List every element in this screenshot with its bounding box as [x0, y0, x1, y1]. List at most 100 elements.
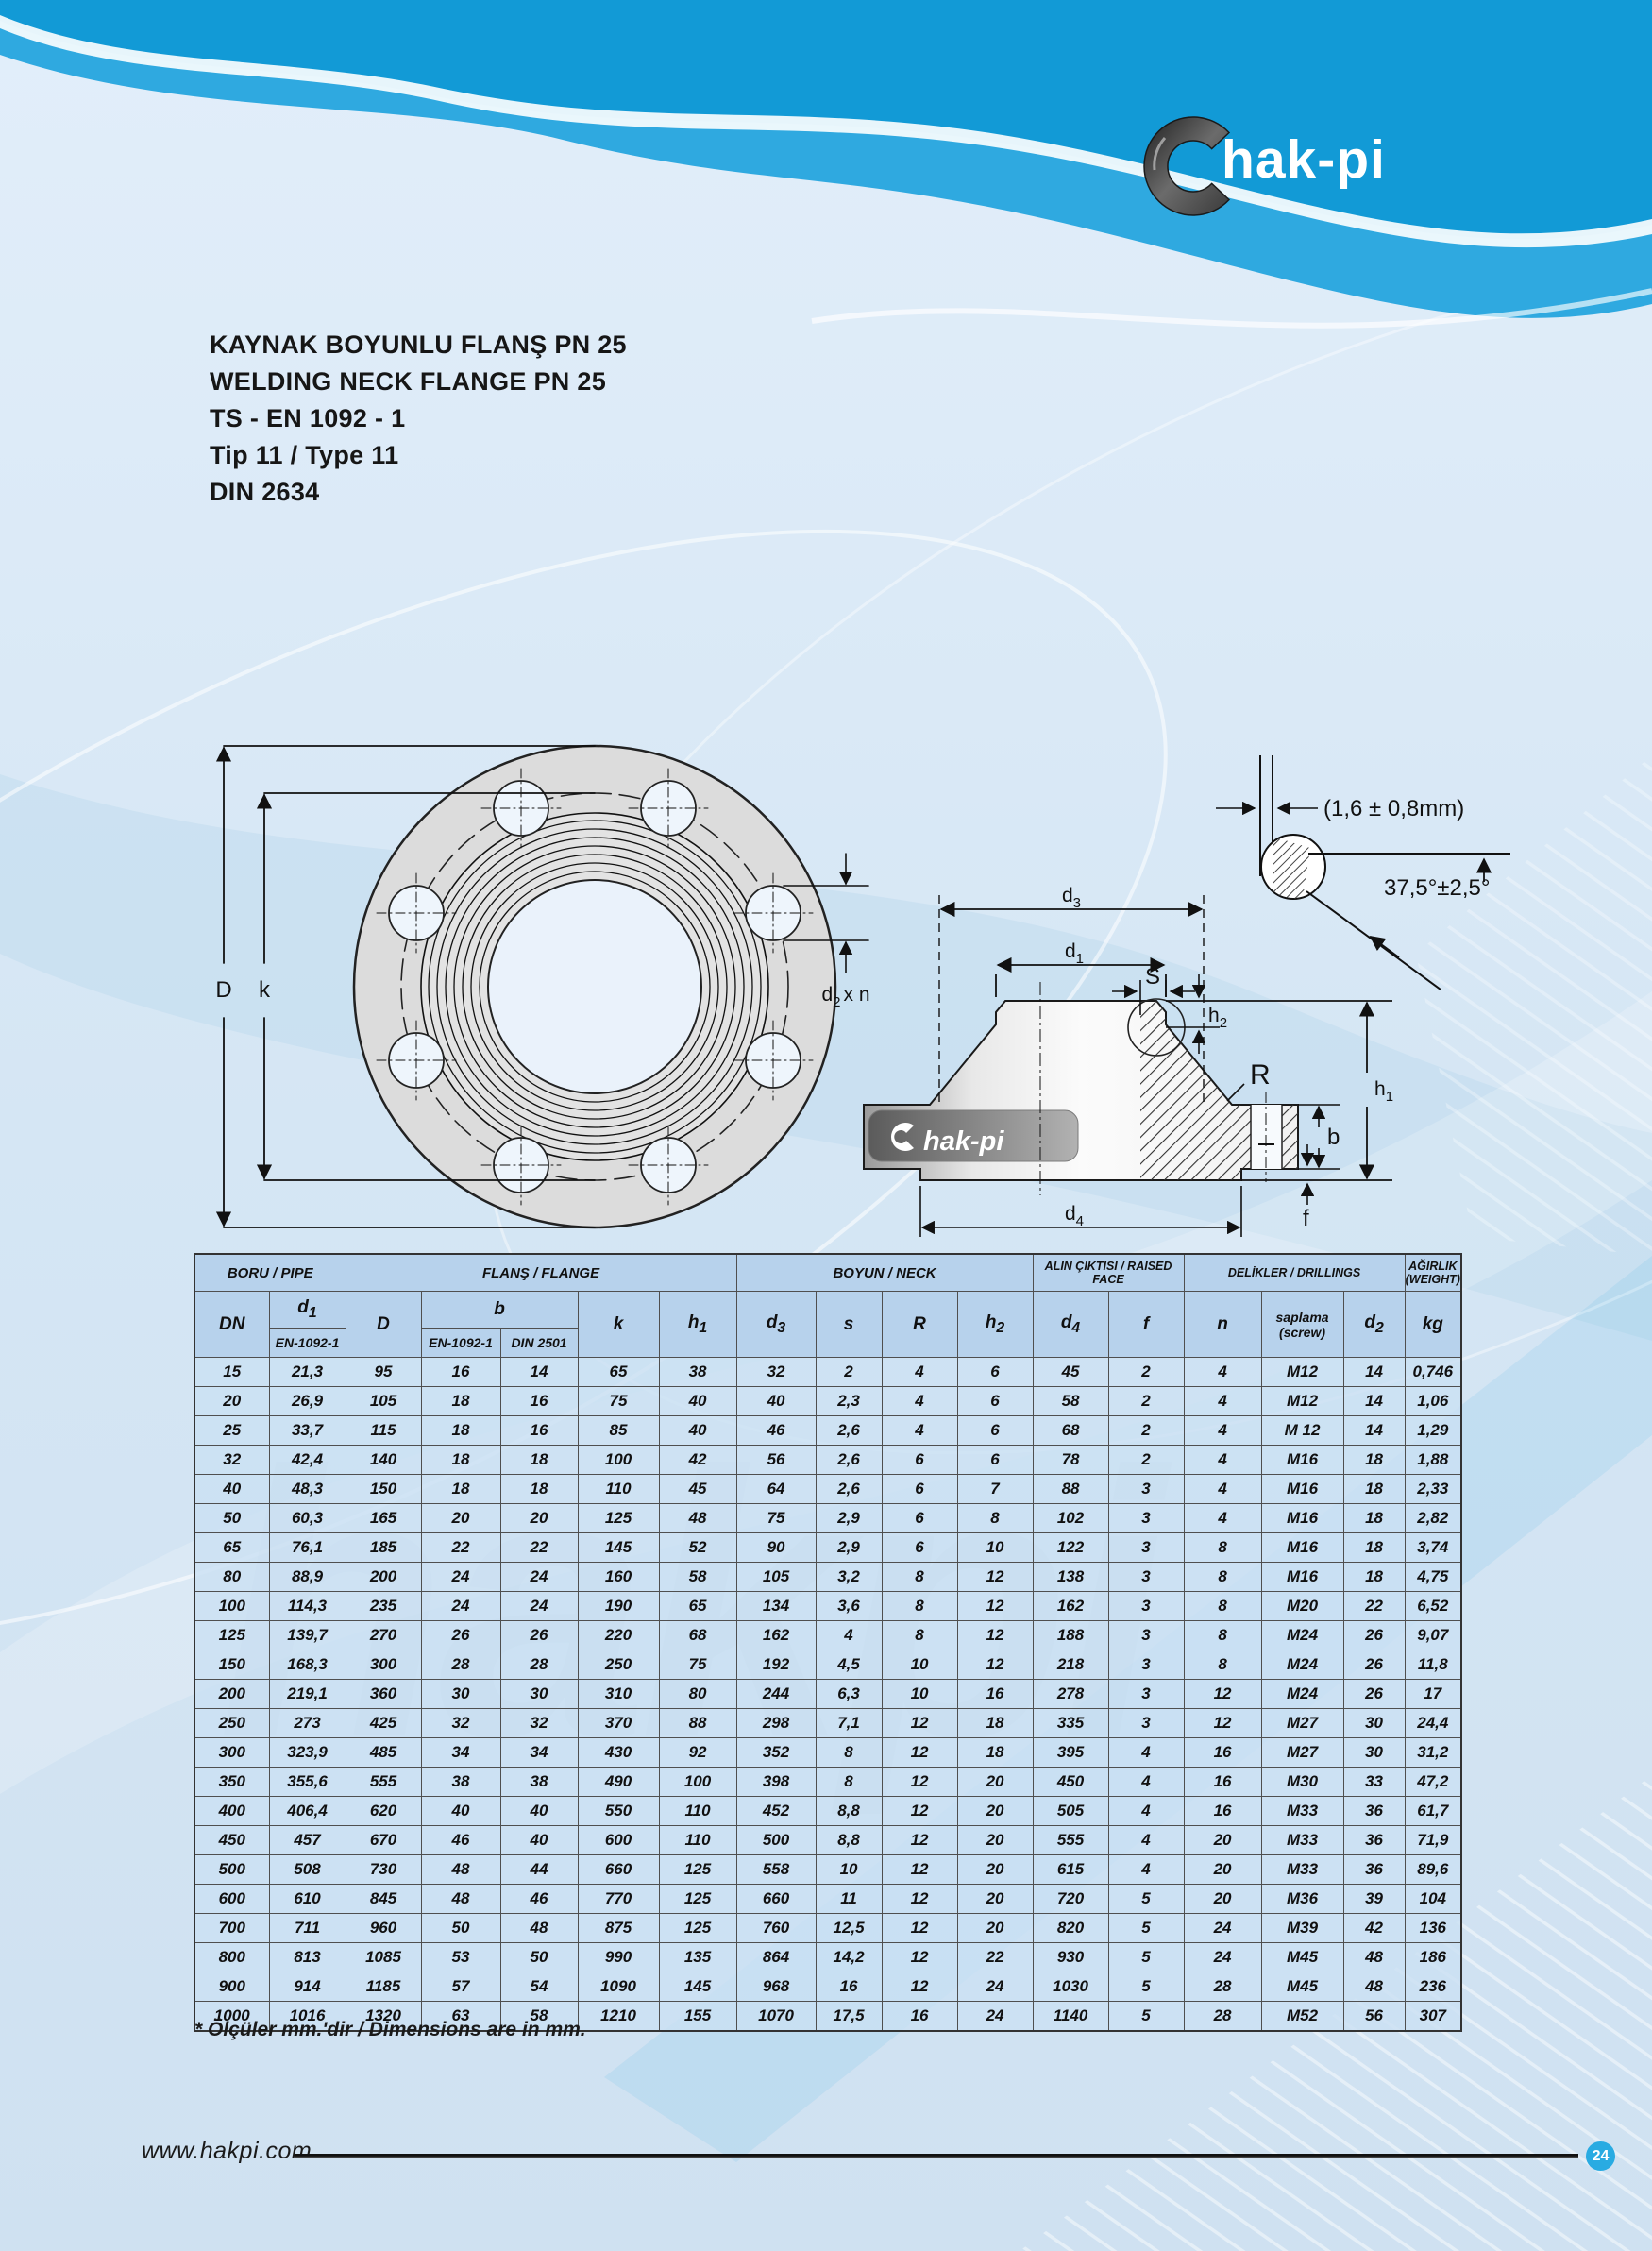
table-cell: 48 [499, 1913, 579, 1943]
table-cell: 24 [499, 1591, 579, 1621]
table-cell: M45 [1260, 1972, 1344, 2002]
table-cell: 10 [815, 1854, 883, 1885]
group-drillings: DELİKLER / DRILLINGS [1183, 1253, 1406, 1292]
dimensions-note: * Ölçüler mm.'dir / Dimensions are in mm… [194, 2019, 586, 2040]
table-cell: 350 [194, 1767, 270, 1797]
table-cell: 20 [956, 1767, 1034, 1797]
table-cell: M24 [1260, 1650, 1344, 1680]
table-cell: 720 [1032, 1884, 1109, 1914]
table-cell: 3,6 [815, 1591, 883, 1621]
table-cell: 18 [499, 1474, 579, 1504]
col-kg: kg [1404, 1291, 1462, 1358]
col-k: k [577, 1291, 660, 1358]
table-cell: 28 [499, 1650, 579, 1680]
table-cell: 40 [658, 1415, 737, 1446]
table-cell: 36 [1342, 1854, 1406, 1885]
table-cell: 24 [420, 1591, 501, 1621]
table-cell: 4 [1107, 1796, 1185, 1826]
table-cell: 3 [1107, 1650, 1185, 1680]
table-cell: 18 [1342, 1445, 1406, 1475]
table-cell: 395 [1032, 1737, 1109, 1768]
table-cell: 135 [658, 1942, 737, 1972]
table-cell: 1085 [345, 1942, 422, 1972]
table-cell: M33 [1260, 1825, 1344, 1855]
table-cell: 270 [345, 1620, 422, 1650]
col-screw: saplama (screw) [1260, 1291, 1344, 1358]
table-cell: M12 [1260, 1357, 1344, 1387]
table-cell: 200 [194, 1679, 270, 1709]
table-cell: 125 [658, 1884, 737, 1914]
table-cell: 2,6 [815, 1474, 883, 1504]
table-cell: 42,4 [268, 1445, 346, 1475]
table-cell: M16 [1260, 1474, 1344, 1504]
table-cell: 4 [1107, 1825, 1185, 1855]
table-cell: 508 [268, 1854, 346, 1885]
table-cell: 40 [194, 1474, 270, 1504]
group-flange: FLANŞ / FLANGE [345, 1253, 737, 1292]
table-cell: 18 [420, 1445, 501, 1475]
table-cell: 6 [956, 1415, 1034, 1446]
table-cell: 3 [1107, 1591, 1185, 1621]
website-link[interactable]: www.hakpi.com [142, 2138, 312, 2164]
table-cell: M20 [1260, 1591, 1344, 1621]
table-cell: 8 [1183, 1532, 1262, 1563]
table-cell: 3,74 [1404, 1532, 1462, 1563]
table-cell: 12 [881, 1767, 958, 1797]
table-cell: 14 [499, 1357, 579, 1387]
table-cell: M36 [1260, 1884, 1344, 1914]
table-cell: 150 [194, 1650, 270, 1680]
table-cell: 75 [658, 1650, 737, 1680]
table-cell: M16 [1260, 1445, 1344, 1475]
table-cell: 6 [956, 1445, 1034, 1475]
col-d1: d1 [268, 1291, 346, 1329]
table-cell: 16 [956, 1679, 1034, 1709]
table-cell: 17 [1404, 1679, 1462, 1709]
col-d2: d2 [1342, 1291, 1406, 1358]
table-cell: 12 [881, 1884, 958, 1914]
table-cell: 14 [1342, 1357, 1406, 1387]
table-cell: 20 [956, 1854, 1034, 1885]
table-cell: 125 [658, 1854, 737, 1885]
table-cell: 1030 [1032, 1972, 1109, 2002]
table-cell: 145 [577, 1532, 660, 1563]
flange-dimension-table: BORU / PIPE FLANŞ / FLANGE BOYUN / NECK … [194, 1253, 1463, 2032]
table-cell: 18 [1342, 1562, 1406, 1592]
table-cell: 298 [735, 1708, 817, 1738]
table-cell: 122 [1032, 1532, 1109, 1563]
table-cell: 18 [420, 1474, 501, 1504]
table-cell: 22 [420, 1532, 501, 1563]
technical-drawings: D k d2x n hak-pi [215, 744, 1510, 1237]
table-cell: 12 [956, 1591, 1034, 1621]
table-cell: 65 [658, 1591, 737, 1621]
table-cell: 12 [956, 1620, 1034, 1650]
table-cell: 100 [658, 1767, 737, 1797]
table-cell: 100 [577, 1445, 660, 1475]
table-cell: 11,8 [1404, 1650, 1462, 1680]
table-cell: 46 [420, 1825, 501, 1855]
table-cell: 914 [268, 1972, 346, 2002]
table-cell: 20 [956, 1884, 1034, 1914]
table-cell: 6 [881, 1532, 958, 1563]
table-cell: 235 [345, 1591, 422, 1621]
table-cell: 16 [499, 1386, 579, 1416]
table-cell: 500 [194, 1854, 270, 1885]
table-cell: 40 [499, 1796, 579, 1826]
table-cell: 18 [420, 1415, 501, 1446]
col-h2: h2 [956, 1291, 1034, 1358]
col-b-standard-din: DIN 2501 [499, 1328, 579, 1358]
table-cell: 2 [1107, 1357, 1185, 1387]
dim-label-h2: h2 [1208, 1005, 1227, 1031]
table-cell: 40 [735, 1386, 817, 1416]
table-cell: 2,9 [815, 1532, 883, 1563]
table-cell: 300 [194, 1737, 270, 1768]
table-cell: 136 [1404, 1913, 1462, 1943]
col-h1: h1 [658, 1291, 737, 1358]
table-cell: 555 [1032, 1825, 1109, 1855]
table-cell: 34 [420, 1737, 501, 1768]
